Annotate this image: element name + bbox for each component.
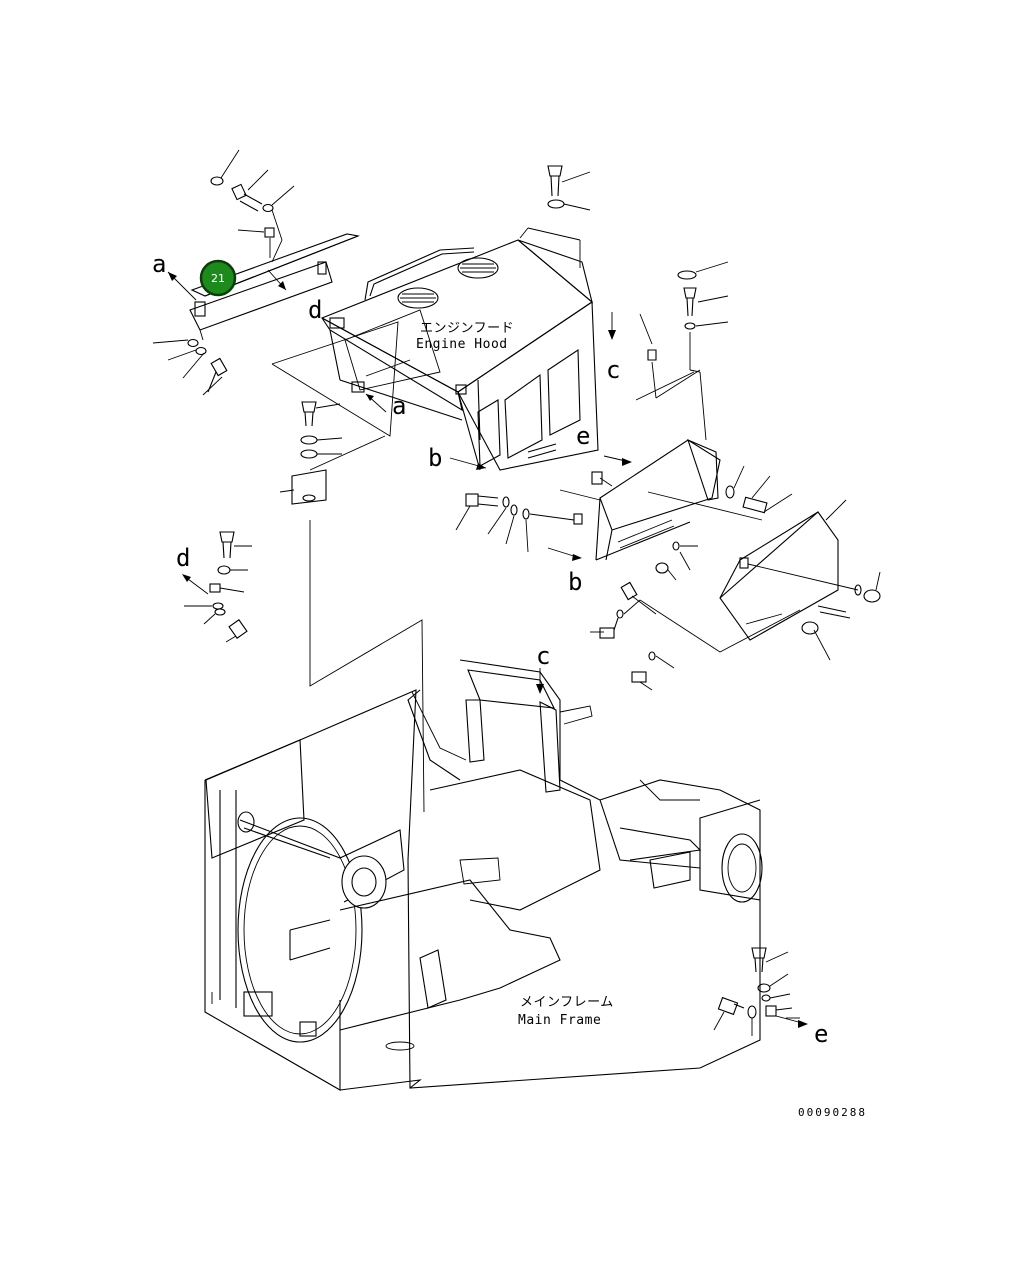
right-bolt-set xyxy=(639,261,729,441)
engine-hood-label-en: Engine Hood xyxy=(416,337,508,352)
top-bolt-set xyxy=(519,165,616,340)
ref-letter-d-left: d xyxy=(176,544,190,572)
bottom-right-bolt-set xyxy=(713,947,808,1036)
left-bracket-assembly xyxy=(152,149,361,396)
ref-letter-a-hood: a xyxy=(392,392,406,420)
main-frame: メインフレーム Main Frame xyxy=(204,659,763,1091)
ref-letter-e-mid: e xyxy=(576,422,590,450)
leader-lines xyxy=(309,371,763,813)
main-frame-label-jp: メインフレーム xyxy=(520,995,614,1010)
left-bolt-set xyxy=(182,531,252,643)
cover-plate xyxy=(639,499,881,661)
engine-hood-label-jp: エンジンフード xyxy=(420,321,514,336)
ref-letter-d-top: d xyxy=(308,296,322,324)
ref-letter-b-hood: b xyxy=(428,444,442,472)
center-fastener-stack xyxy=(279,401,343,505)
drawing-number: 00090288 xyxy=(798,1106,867,1119)
ref-letter-b-lower: b xyxy=(568,568,582,596)
ref-letter-c-top: c xyxy=(606,356,620,384)
callout-21-number[interactable]: 21 xyxy=(211,272,225,285)
engine-hood: エンジンフード Engine Hood xyxy=(320,239,599,471)
ref-letter-e-bottom: e xyxy=(814,1020,828,1048)
reference-letters: a d a b c e b d c e xyxy=(152,250,828,1048)
ref-letter-c-frame: c xyxy=(536,642,550,670)
step-bracket xyxy=(455,439,793,691)
main-frame-label-en: Main Frame xyxy=(518,1013,601,1028)
callout-21-circle[interactable] xyxy=(199,259,237,297)
ref-letter-a-left: a xyxy=(152,250,166,278)
callout-21[interactable]: 21 xyxy=(199,259,237,297)
